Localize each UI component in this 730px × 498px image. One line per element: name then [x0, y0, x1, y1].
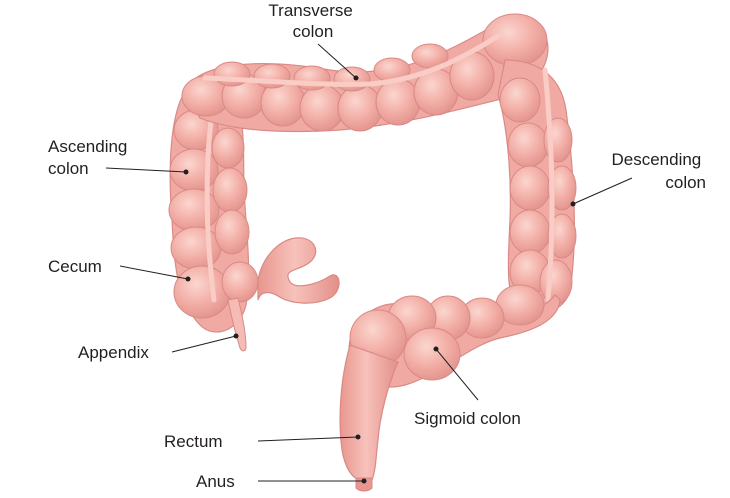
descending-colon-shape — [497, 59, 577, 315]
leader-cecum — [119, 265, 189, 280]
leader-descending-colon — [572, 177, 633, 205]
leader-transverse-colon — [317, 43, 357, 79]
leader-appendix — [171, 335, 237, 353]
label-transverse-colon-line2: colon — [293, 22, 334, 41]
label-rectum: Rectum — [164, 432, 223, 451]
leader-dot-appendix — [233, 333, 239, 339]
label-ascending-colon: Ascending colon — [48, 137, 132, 178]
leader-dot-sigmoid-colon — [433, 346, 439, 352]
label-descending-colon: Descending colon — [611, 150, 706, 192]
leader-sigmoid-colon — [435, 348, 479, 401]
label-sigmoid-colon: Sigmoid colon — [414, 409, 521, 428]
leader-dot-cecum — [185, 276, 191, 282]
label-ascending-colon-line1: Ascending — [48, 137, 127, 156]
leader-dot-descending-colon — [570, 201, 576, 207]
label-anus: Anus — [196, 472, 235, 491]
label-ascending-colon-line2: colon — [48, 159, 89, 178]
leader-ascending-colon — [105, 167, 187, 173]
label-descending-colon-line1: Descending — [611, 150, 701, 169]
transverse-colon-shape — [181, 13, 549, 133]
leader-rectum — [257, 436, 359, 442]
small-intestine-stub — [257, 237, 340, 304]
label-transverse-colon: Transverse colon — [268, 1, 357, 41]
label-transverse-colon-line1: Transverse — [268, 1, 352, 20]
labels: Transverse colon Ascending colon Descend… — [48, 1, 706, 491]
leader-lines — [105, 43, 633, 484]
leader-dot-transverse-colon — [353, 75, 359, 81]
label-cecum: Cecum — [48, 257, 102, 276]
leader-dot-rectum — [355, 434, 361, 440]
ascending-colon-shape — [168, 94, 259, 333]
leader-dot-ascending-colon — [183, 169, 189, 175]
leader-dot-anus — [361, 478, 367, 484]
label-appendix: Appendix — [78, 343, 149, 362]
sigmoid-colon-shape — [348, 284, 561, 388]
colon-illustration — [168, 13, 577, 492]
appendix-shape — [227, 297, 247, 352]
label-descending-colon-line2: colon — [665, 173, 706, 192]
rectum-shape — [339, 344, 399, 492]
